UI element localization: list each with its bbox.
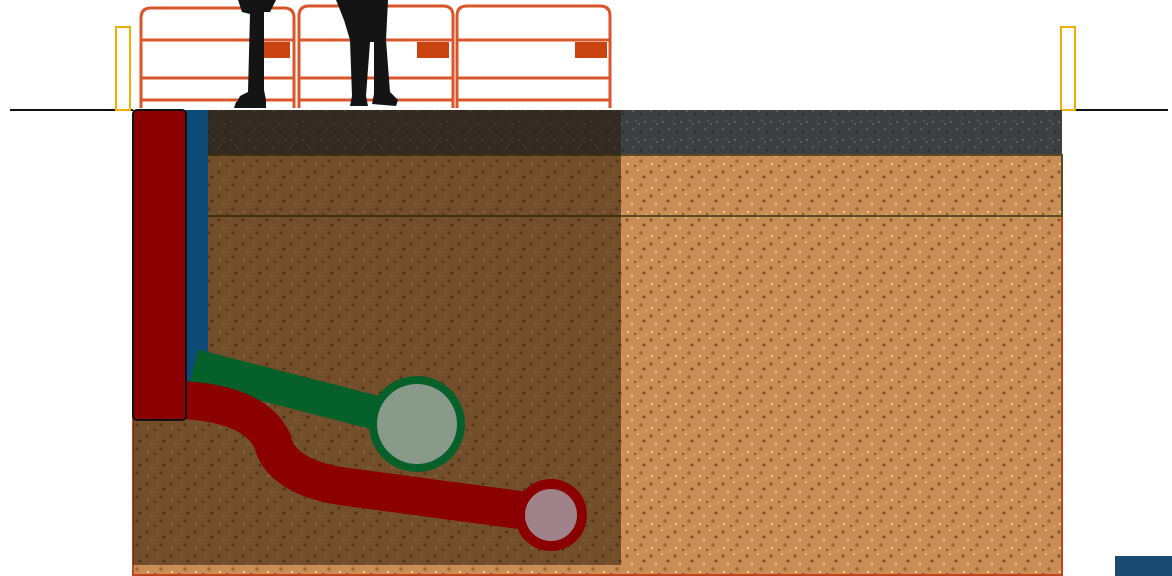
worker-silhouette-2 — [336, 0, 398, 106]
barrier-3 — [457, 6, 610, 108]
marker-post-right — [1061, 27, 1075, 110]
red-pipe-end — [520, 484, 582, 546]
barrier-1 — [141, 8, 294, 108]
corner-tab — [1115, 556, 1172, 576]
marker-post-left — [116, 27, 130, 110]
green-pipe-end — [373, 380, 461, 468]
